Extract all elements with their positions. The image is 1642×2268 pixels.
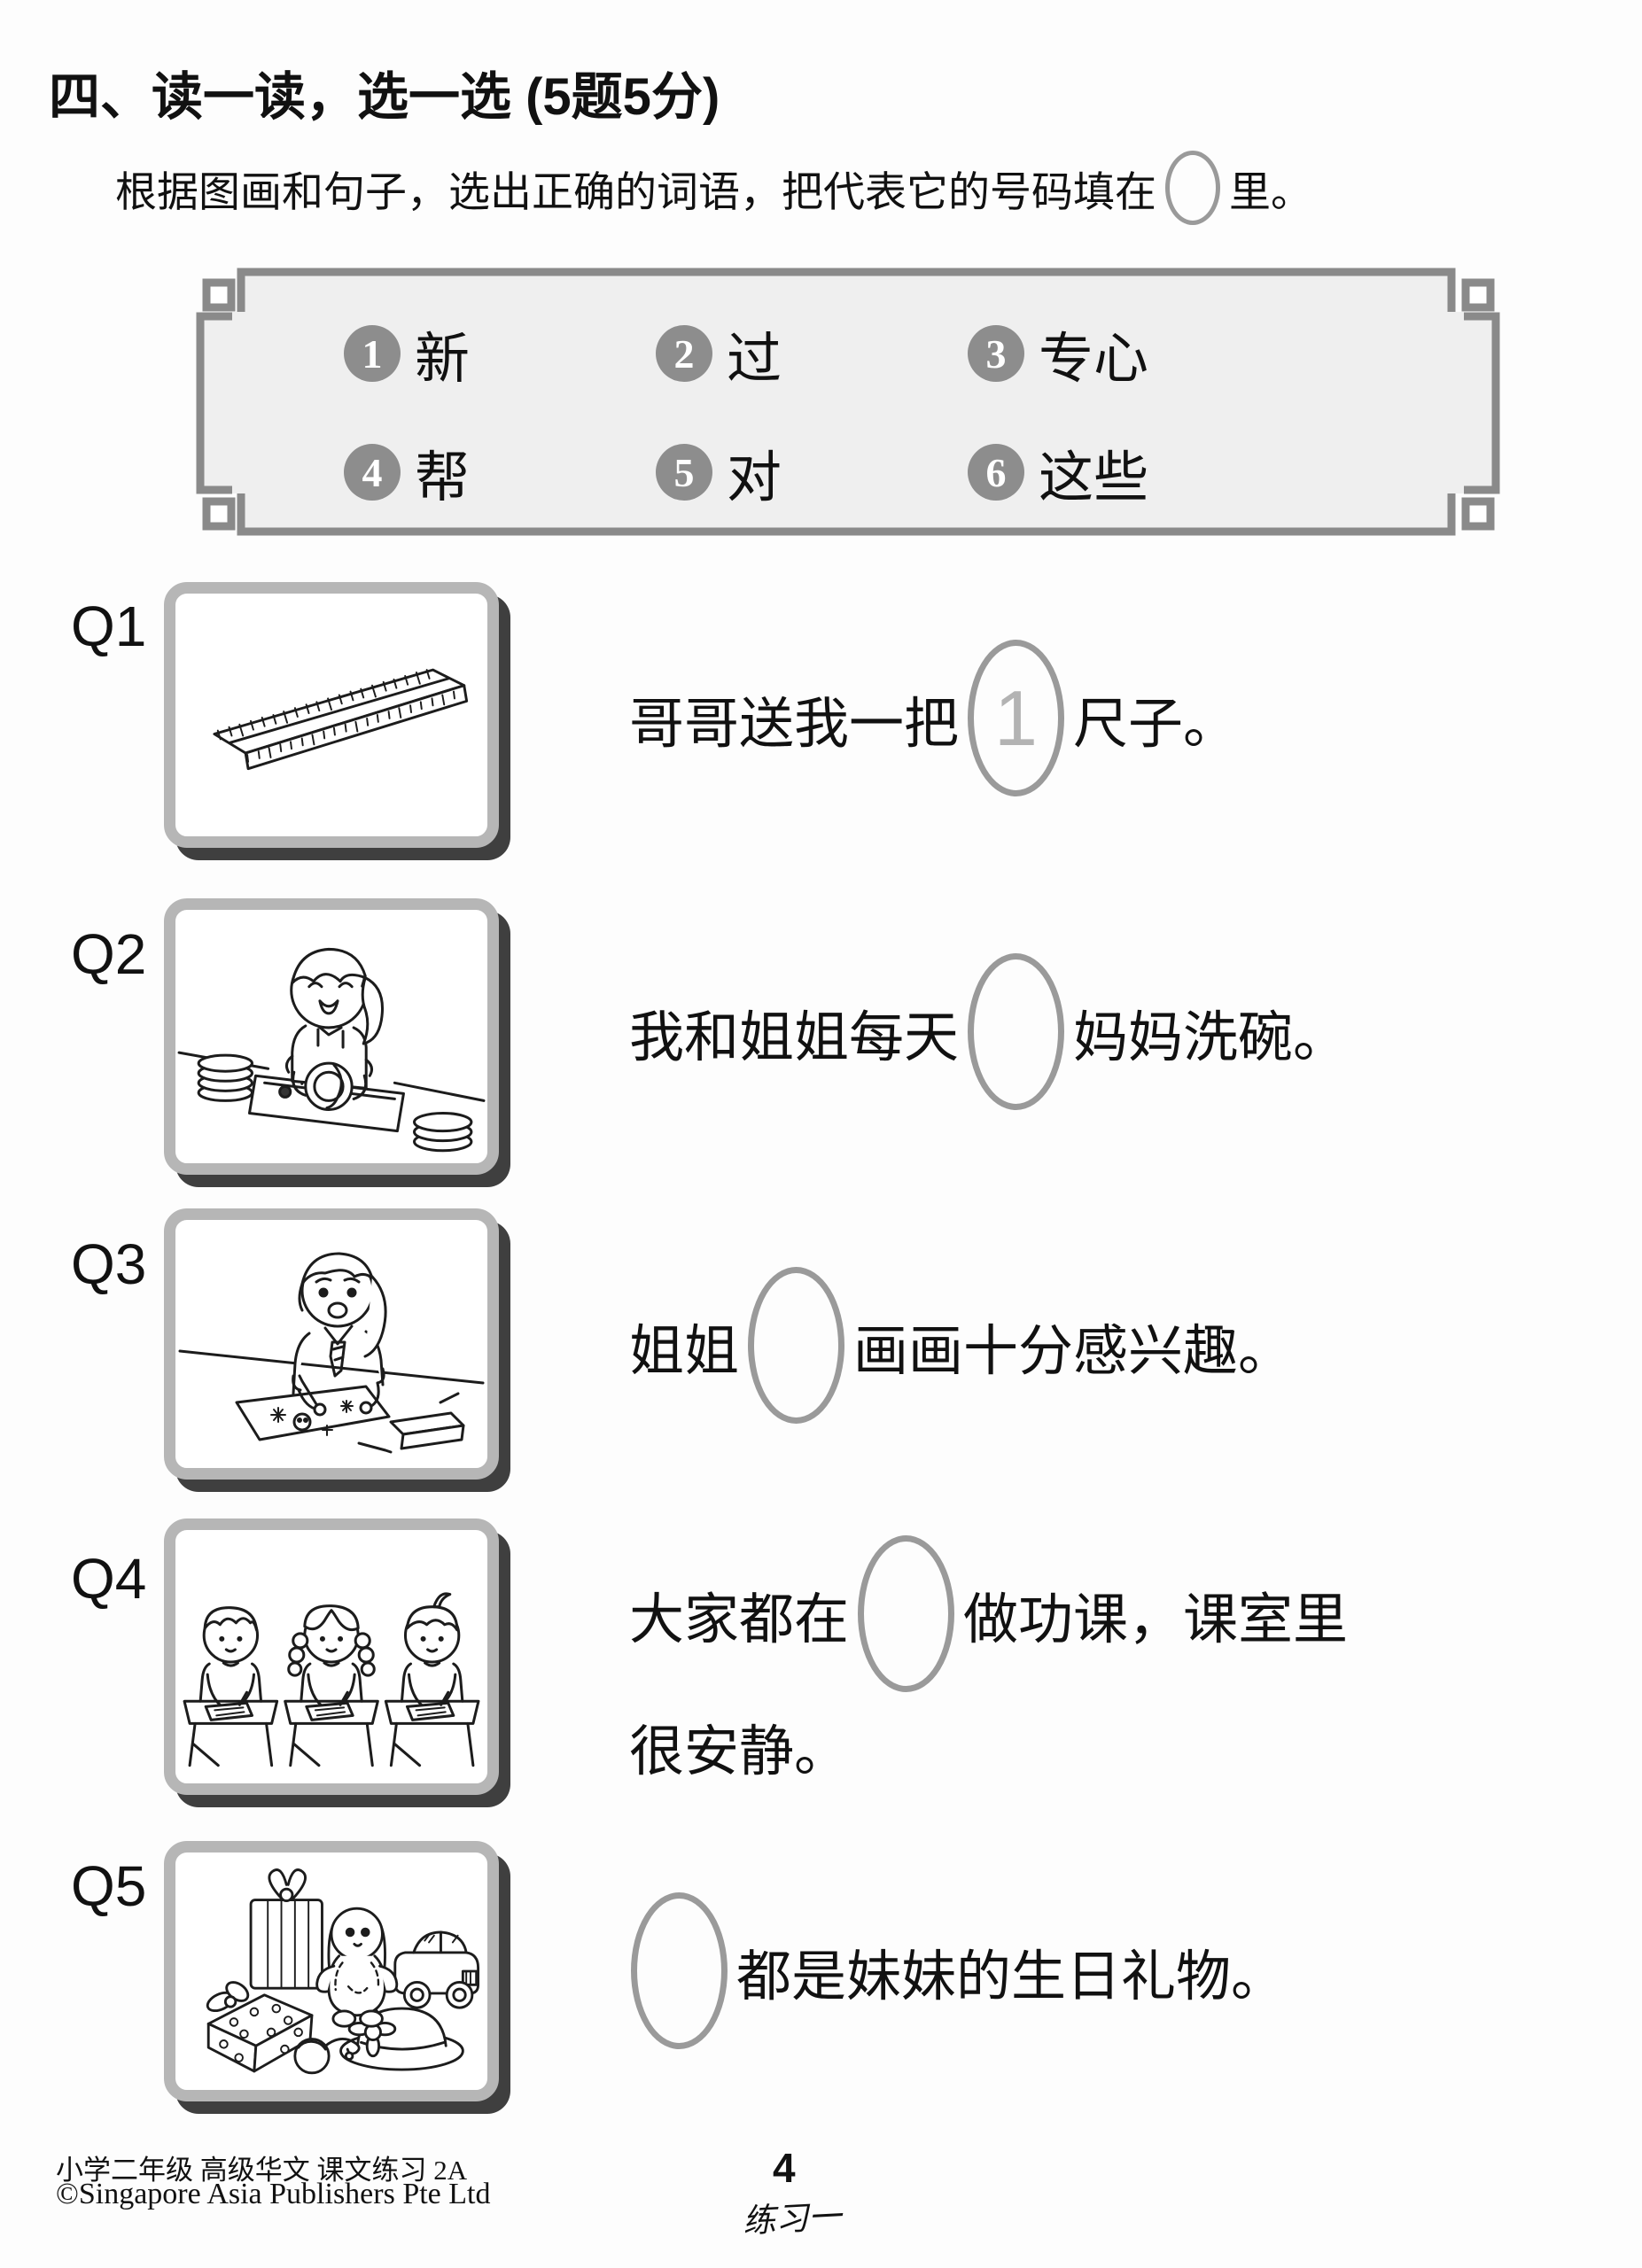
option-word: 新 bbox=[415, 330, 471, 390]
option-5: 5 对 bbox=[656, 432, 968, 512]
q5-image-box bbox=[164, 1841, 499, 2101]
q2-answer-circle[interactable] bbox=[968, 953, 1065, 1110]
q2-text-before: 我和姐姐每天 bbox=[629, 1007, 960, 1068]
question-label-q5: Q5 bbox=[71, 1854, 147, 1918]
option-word: 对 bbox=[727, 448, 782, 509]
word-options-grid: 1 新 2 过 3 专心 4 帮 5 对 6 这些 bbox=[344, 294, 1280, 532]
option-1: 1 新 bbox=[344, 314, 656, 393]
q4-text-after: 做功课，课室里 bbox=[963, 1589, 1349, 1651]
q1-text-before: 哥哥送我一把 bbox=[629, 694, 960, 755]
option-word: 这些 bbox=[1039, 448, 1149, 509]
options-panel-frame bbox=[196, 268, 1500, 536]
option-6: 6 这些 bbox=[968, 432, 1280, 512]
q1-text-after: 尺子。 bbox=[1073, 694, 1239, 755]
question-label-q1: Q1 bbox=[71, 594, 147, 658]
q4-sentence: 大家都在 做功课，课室里 很安静。 bbox=[629, 1535, 1348, 1786]
q2-image-box bbox=[164, 898, 499, 1175]
q3-image-girl-drawing bbox=[178, 1252, 485, 1454]
q1-image-box bbox=[164, 582, 499, 848]
q2-sentence: 我和姐姐每天 妈妈洗碗。 bbox=[629, 953, 1348, 1110]
frame-corner-square-bl bbox=[202, 497, 236, 531]
q4-answer-circle[interactable] bbox=[858, 1535, 955, 1692]
q1-image-ruler bbox=[213, 668, 469, 771]
q3-image-box bbox=[164, 1208, 499, 1480]
exercise-label: 练习一 bbox=[742, 2199, 843, 2241]
q3-text-after: 画画十分感兴趣。 bbox=[853, 1321, 1294, 1382]
option-number-badge: 1 bbox=[344, 325, 401, 382]
q3-text-before: 姐姐 bbox=[629, 1321, 740, 1382]
q4-image-children-writing bbox=[183, 1592, 480, 1767]
q5-answer-circle[interactable] bbox=[631, 1892, 728, 2049]
footer-series-title: 小学二年级 高级华文 课文练习 2A bbox=[56, 2155, 468, 2186]
q2-text-after: 妈妈洗碗。 bbox=[1073, 1007, 1349, 1068]
question-label-q4: Q4 bbox=[71, 1547, 147, 1611]
instruction-text-before: 根据图画和句子，选出正确的词语，把代表它的号码填在 bbox=[115, 169, 1156, 216]
q1-sentence: 哥哥送我一把 1 尺子。 bbox=[629, 640, 1238, 796]
option-number-badge: 6 bbox=[968, 444, 1024, 501]
option-word: 过 bbox=[727, 330, 782, 390]
frame-corner-square-br bbox=[1461, 497, 1495, 531]
instruction-text-after: 里。 bbox=[1229, 169, 1312, 216]
option-2: 2 过 bbox=[656, 314, 968, 393]
page-number: 4 bbox=[773, 2145, 796, 2191]
question-label-q2: Q2 bbox=[71, 922, 147, 986]
question-label-q3: Q3 bbox=[71, 1232, 147, 1296]
q4-image-box bbox=[164, 1518, 499, 1795]
option-number-badge: 4 bbox=[344, 444, 401, 501]
option-3: 3 专心 bbox=[968, 314, 1280, 393]
page-title: 四、读一读，选一选 (5题5分) bbox=[49, 68, 720, 126]
q5-image-presents-and-toys bbox=[206, 1868, 480, 2075]
q3-sentence: 姐姐 画画十分感兴趣。 bbox=[629, 1267, 1293, 1424]
instruction-line: 根据图画和句子，选出正确的词语，把代表它的号码填在 里。 bbox=[115, 151, 1312, 225]
frame-corner-square-tl bbox=[202, 278, 236, 312]
option-word: 专心 bbox=[1039, 330, 1149, 390]
frame-corner-square-tr bbox=[1461, 278, 1495, 312]
q4-text-line2: 很安静。 bbox=[629, 1722, 850, 1783]
q3-answer-circle[interactable] bbox=[748, 1267, 845, 1424]
option-word: 帮 bbox=[415, 448, 471, 509]
option-number-badge: 3 bbox=[968, 325, 1024, 382]
q5-sentence: 都是妹妹的生日礼物。 bbox=[622, 1892, 1286, 2049]
q2-image-girl-washing-dishes bbox=[177, 947, 486, 1153]
q5-text-after: 都是妹妹的生日礼物。 bbox=[736, 1946, 1287, 2008]
q1-answer-circle[interactable]: 1 bbox=[968, 640, 1065, 796]
answer-circle-icon bbox=[1165, 151, 1220, 225]
option-number-badge: 5 bbox=[656, 444, 712, 501]
option-4: 4 帮 bbox=[344, 432, 656, 512]
q4-text-before: 大家都在 bbox=[629, 1589, 850, 1651]
footer-copyright: ©Singapore Asia Publishers Pte Ltd bbox=[56, 2178, 491, 2210]
option-number-badge: 2 bbox=[656, 325, 712, 382]
